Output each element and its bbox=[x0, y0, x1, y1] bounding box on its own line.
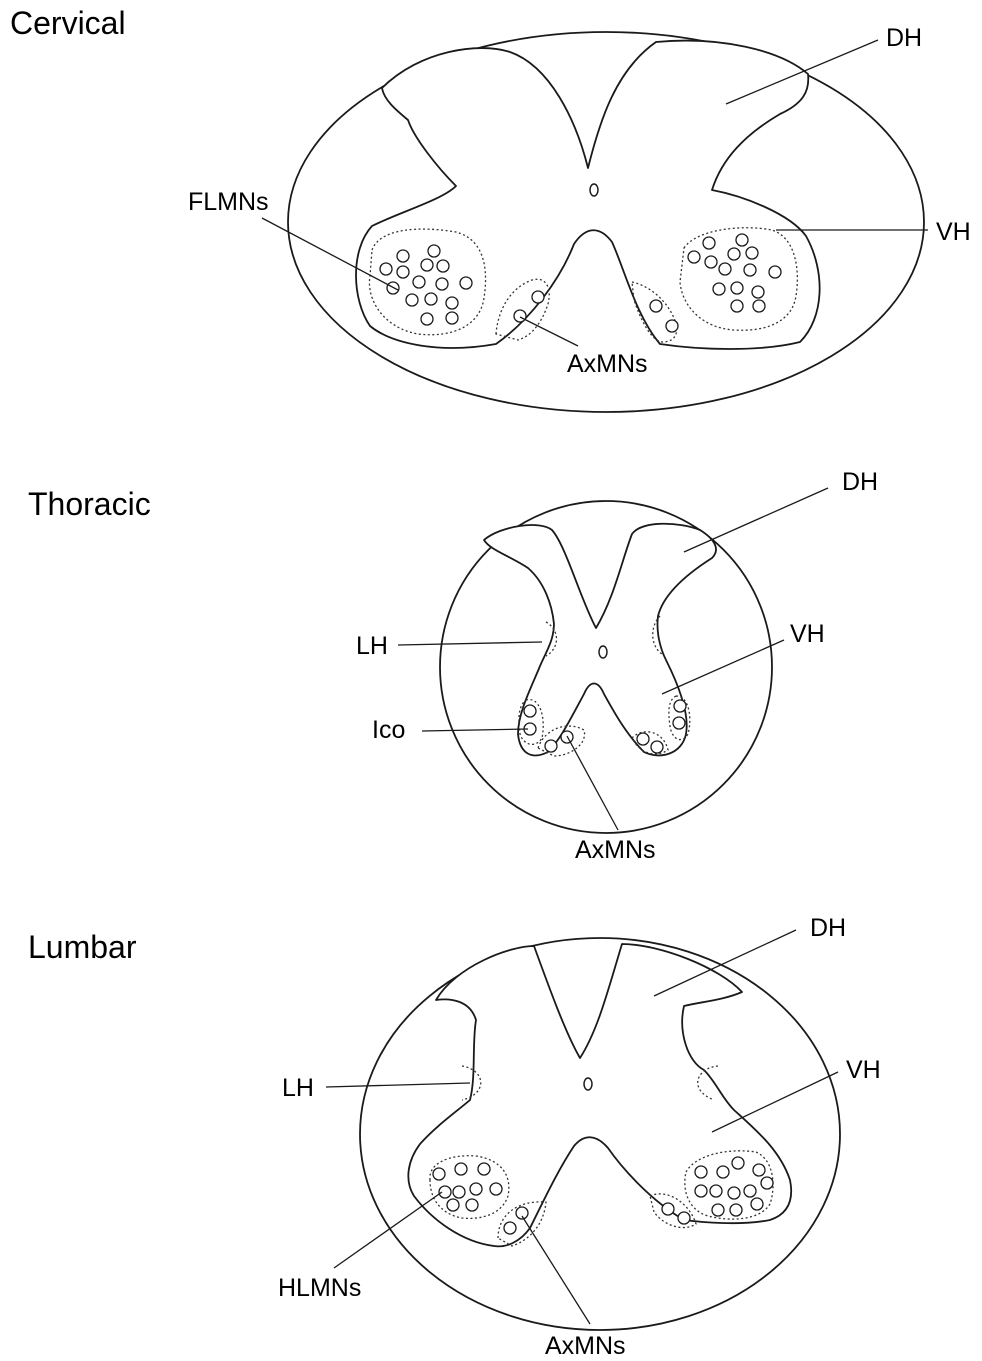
motor-neuron-cell bbox=[421, 259, 433, 271]
thoracic-title: Thoracic bbox=[28, 486, 151, 522]
motor-neuron-cell bbox=[751, 1198, 763, 1210]
motor-neuron-cell bbox=[460, 277, 472, 289]
thoracic-section: Thoracic DH VH LH Ico AxMNs bbox=[28, 468, 878, 864]
thoracic-dh-label: DH bbox=[842, 468, 878, 496]
motor-neuron-cell bbox=[695, 1166, 707, 1178]
motor-neuron-cell bbox=[380, 263, 392, 275]
motor-neuron-cell bbox=[524, 705, 536, 717]
motor-neuron-cell bbox=[446, 297, 458, 309]
lumbar-axmns-label: AxMNs bbox=[545, 1332, 626, 1360]
motor-neuron-cell bbox=[753, 300, 765, 312]
cervical-title: Cervical bbox=[10, 5, 126, 41]
motor-neuron-cell bbox=[637, 733, 649, 745]
motor-neuron-cell bbox=[731, 282, 743, 294]
motor-neuron-cell bbox=[433, 1168, 445, 1180]
cervical-flmns-label: FLMNs bbox=[188, 188, 269, 216]
motor-neuron-cell bbox=[466, 1199, 478, 1211]
motor-neuron-cell bbox=[397, 250, 409, 262]
motor-neuron-cell bbox=[761, 1177, 773, 1189]
cervical-dh-label: DH bbox=[886, 24, 922, 52]
lumbar-central-canal bbox=[584, 1078, 592, 1090]
motor-neuron-cell bbox=[651, 741, 663, 753]
motor-neuron-cell bbox=[421, 313, 433, 325]
motor-neuron-cell bbox=[703, 237, 715, 249]
cervical-section: Cervical DH VH FLMNs AxMNs bbox=[10, 5, 971, 412]
motor-neuron-cell bbox=[478, 1163, 490, 1175]
motor-neuron-cell bbox=[545, 740, 557, 752]
thoracic-axmns-label: AxMNs bbox=[575, 836, 656, 864]
motor-neuron-cell bbox=[532, 291, 544, 303]
motor-neuron-cell bbox=[752, 286, 764, 298]
lumbar-hlmns-label: HLMNs bbox=[278, 1274, 361, 1302]
motor-neuron-cell bbox=[662, 1203, 674, 1215]
thoracic-central-canal bbox=[599, 646, 607, 658]
motor-neuron-cell bbox=[673, 717, 685, 729]
motor-neuron-cell bbox=[746, 247, 758, 259]
motor-neuron-cell bbox=[695, 1185, 707, 1197]
motor-neuron-cell bbox=[744, 1185, 756, 1197]
motor-neuron-cell bbox=[731, 300, 743, 312]
lumbar-title: Lumbar bbox=[28, 929, 137, 965]
motor-neuron-cell bbox=[406, 294, 418, 306]
motor-neuron-cell bbox=[447, 1199, 459, 1211]
motor-neuron-cell bbox=[439, 1186, 451, 1198]
motor-neuron-cell bbox=[453, 1186, 465, 1198]
motor-neuron-cell bbox=[446, 312, 458, 324]
motor-neuron-cell bbox=[666, 320, 678, 332]
motor-neuron-cell bbox=[470, 1183, 482, 1195]
lumbar-dh-label: DH bbox=[810, 914, 846, 942]
motor-neuron-cell bbox=[736, 234, 748, 246]
motor-neuron-cell bbox=[455, 1163, 467, 1175]
motor-neuron-cell bbox=[650, 300, 662, 312]
motor-neuron-cell bbox=[397, 266, 409, 278]
motor-neuron-cell bbox=[678, 1212, 690, 1224]
motor-neuron-cell bbox=[732, 1157, 744, 1169]
motor-neuron-cell bbox=[728, 1187, 740, 1199]
cervical-vh-label: VH bbox=[936, 218, 971, 246]
thoracic-lh-label: LH bbox=[356, 632, 388, 660]
lumbar-section: Lumbar DH VH LH HLMNs AxMNs bbox=[28, 914, 881, 1360]
motor-neuron-cell bbox=[769, 266, 781, 278]
motor-neuron-cell bbox=[753, 1164, 765, 1176]
motor-neuron-cell bbox=[437, 260, 449, 272]
motor-neuron-cell bbox=[425, 293, 437, 305]
motor-neuron-cell bbox=[674, 700, 686, 712]
motor-neuron-cell bbox=[514, 310, 526, 322]
cervical-central-canal bbox=[590, 184, 598, 196]
motor-neuron-cell bbox=[688, 251, 700, 263]
motor-neuron-cell bbox=[744, 264, 756, 276]
motor-neuron-cell bbox=[428, 245, 440, 257]
lumbar-lh-label: LH bbox=[282, 1074, 314, 1102]
motor-neuron-cell bbox=[713, 283, 725, 295]
motor-neuron-cell bbox=[490, 1183, 502, 1195]
motor-neuron-cell bbox=[728, 248, 740, 260]
thoracic-vh-label: VH bbox=[790, 620, 825, 648]
cervical-axmns-label: AxMNs bbox=[567, 350, 648, 378]
motor-neuron-cell bbox=[436, 278, 448, 290]
motor-neuron-cell bbox=[730, 1204, 742, 1216]
motor-neuron-cell bbox=[710, 1185, 722, 1197]
motor-neuron-cell bbox=[705, 256, 717, 268]
motor-neuron-cell bbox=[712, 1204, 724, 1216]
motor-neuron-cell bbox=[719, 263, 731, 275]
motor-neuron-cell bbox=[413, 276, 425, 288]
thoracic-ico-label: Ico bbox=[372, 716, 405, 744]
motor-neuron-cell bbox=[504, 1222, 516, 1234]
lumbar-vh-label: VH bbox=[846, 1056, 881, 1084]
motor-neuron-cell bbox=[717, 1166, 729, 1178]
